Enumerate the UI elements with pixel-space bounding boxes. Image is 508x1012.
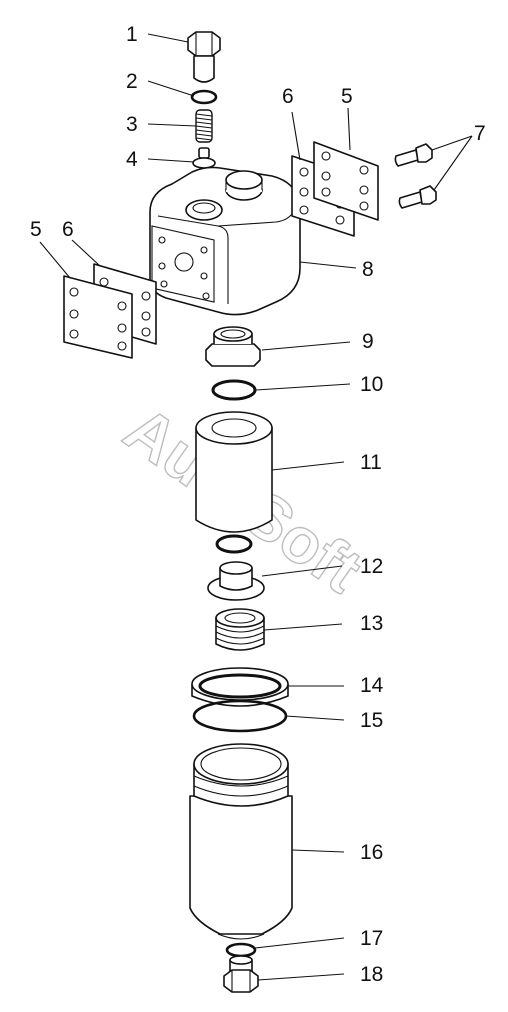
part-14-ring bbox=[191, 667, 289, 707]
callout-15: 15 bbox=[360, 709, 383, 732]
callout-10: 10 bbox=[360, 373, 383, 396]
leader-lines bbox=[39, 33, 473, 981]
part-9-fitting bbox=[205, 326, 261, 367]
callout-13: 13 bbox=[360, 612, 383, 635]
callout-17: 17 bbox=[360, 927, 383, 950]
callout-3: 3 bbox=[126, 113, 138, 136]
callout-6-left: 6 bbox=[62, 218, 74, 241]
part-2-washer bbox=[190, 89, 218, 105]
part-5-plate-left bbox=[63, 275, 133, 359]
callout-1: 1 bbox=[126, 23, 138, 46]
callout-11: 11 bbox=[360, 451, 382, 474]
part-16-bowl bbox=[189, 743, 293, 940]
part-18-drain-plug bbox=[223, 955, 259, 993]
callout-14: 14 bbox=[360, 674, 384, 697]
callout-9: 9 bbox=[362, 330, 374, 353]
callout-8: 8 bbox=[362, 258, 374, 281]
part-13-spring bbox=[215, 608, 265, 651]
callout-labels: 1 2 3 4 5 5 6 6 7 8 9 10 11 12 13 14 15 … bbox=[30, 23, 486, 986]
callout-16: 16 bbox=[360, 841, 383, 864]
part-17-washer bbox=[225, 942, 257, 958]
part-4-valve bbox=[192, 147, 216, 169]
part-12-cap bbox=[207, 561, 265, 601]
callout-18: 18 bbox=[360, 963, 383, 986]
part-5-plate-right bbox=[313, 141, 379, 221]
callout-4: 4 bbox=[126, 148, 138, 171]
part-11-filter-element bbox=[195, 411, 273, 533]
o-ring-small bbox=[215, 534, 253, 554]
part-7-bolts bbox=[394, 143, 437, 209]
callout-7: 7 bbox=[474, 122, 486, 145]
callout-6-right: 6 bbox=[282, 85, 294, 108]
callout-5-right: 5 bbox=[341, 85, 353, 108]
part-3-spring bbox=[195, 109, 213, 143]
part-10-o-ring bbox=[211, 379, 257, 401]
part-8-housing bbox=[149, 166, 301, 316]
callout-5-left: 5 bbox=[30, 218, 42, 241]
callout-12: 12 bbox=[360, 555, 383, 578]
callout-2: 2 bbox=[126, 70, 138, 93]
part-1-bolt bbox=[187, 31, 221, 83]
